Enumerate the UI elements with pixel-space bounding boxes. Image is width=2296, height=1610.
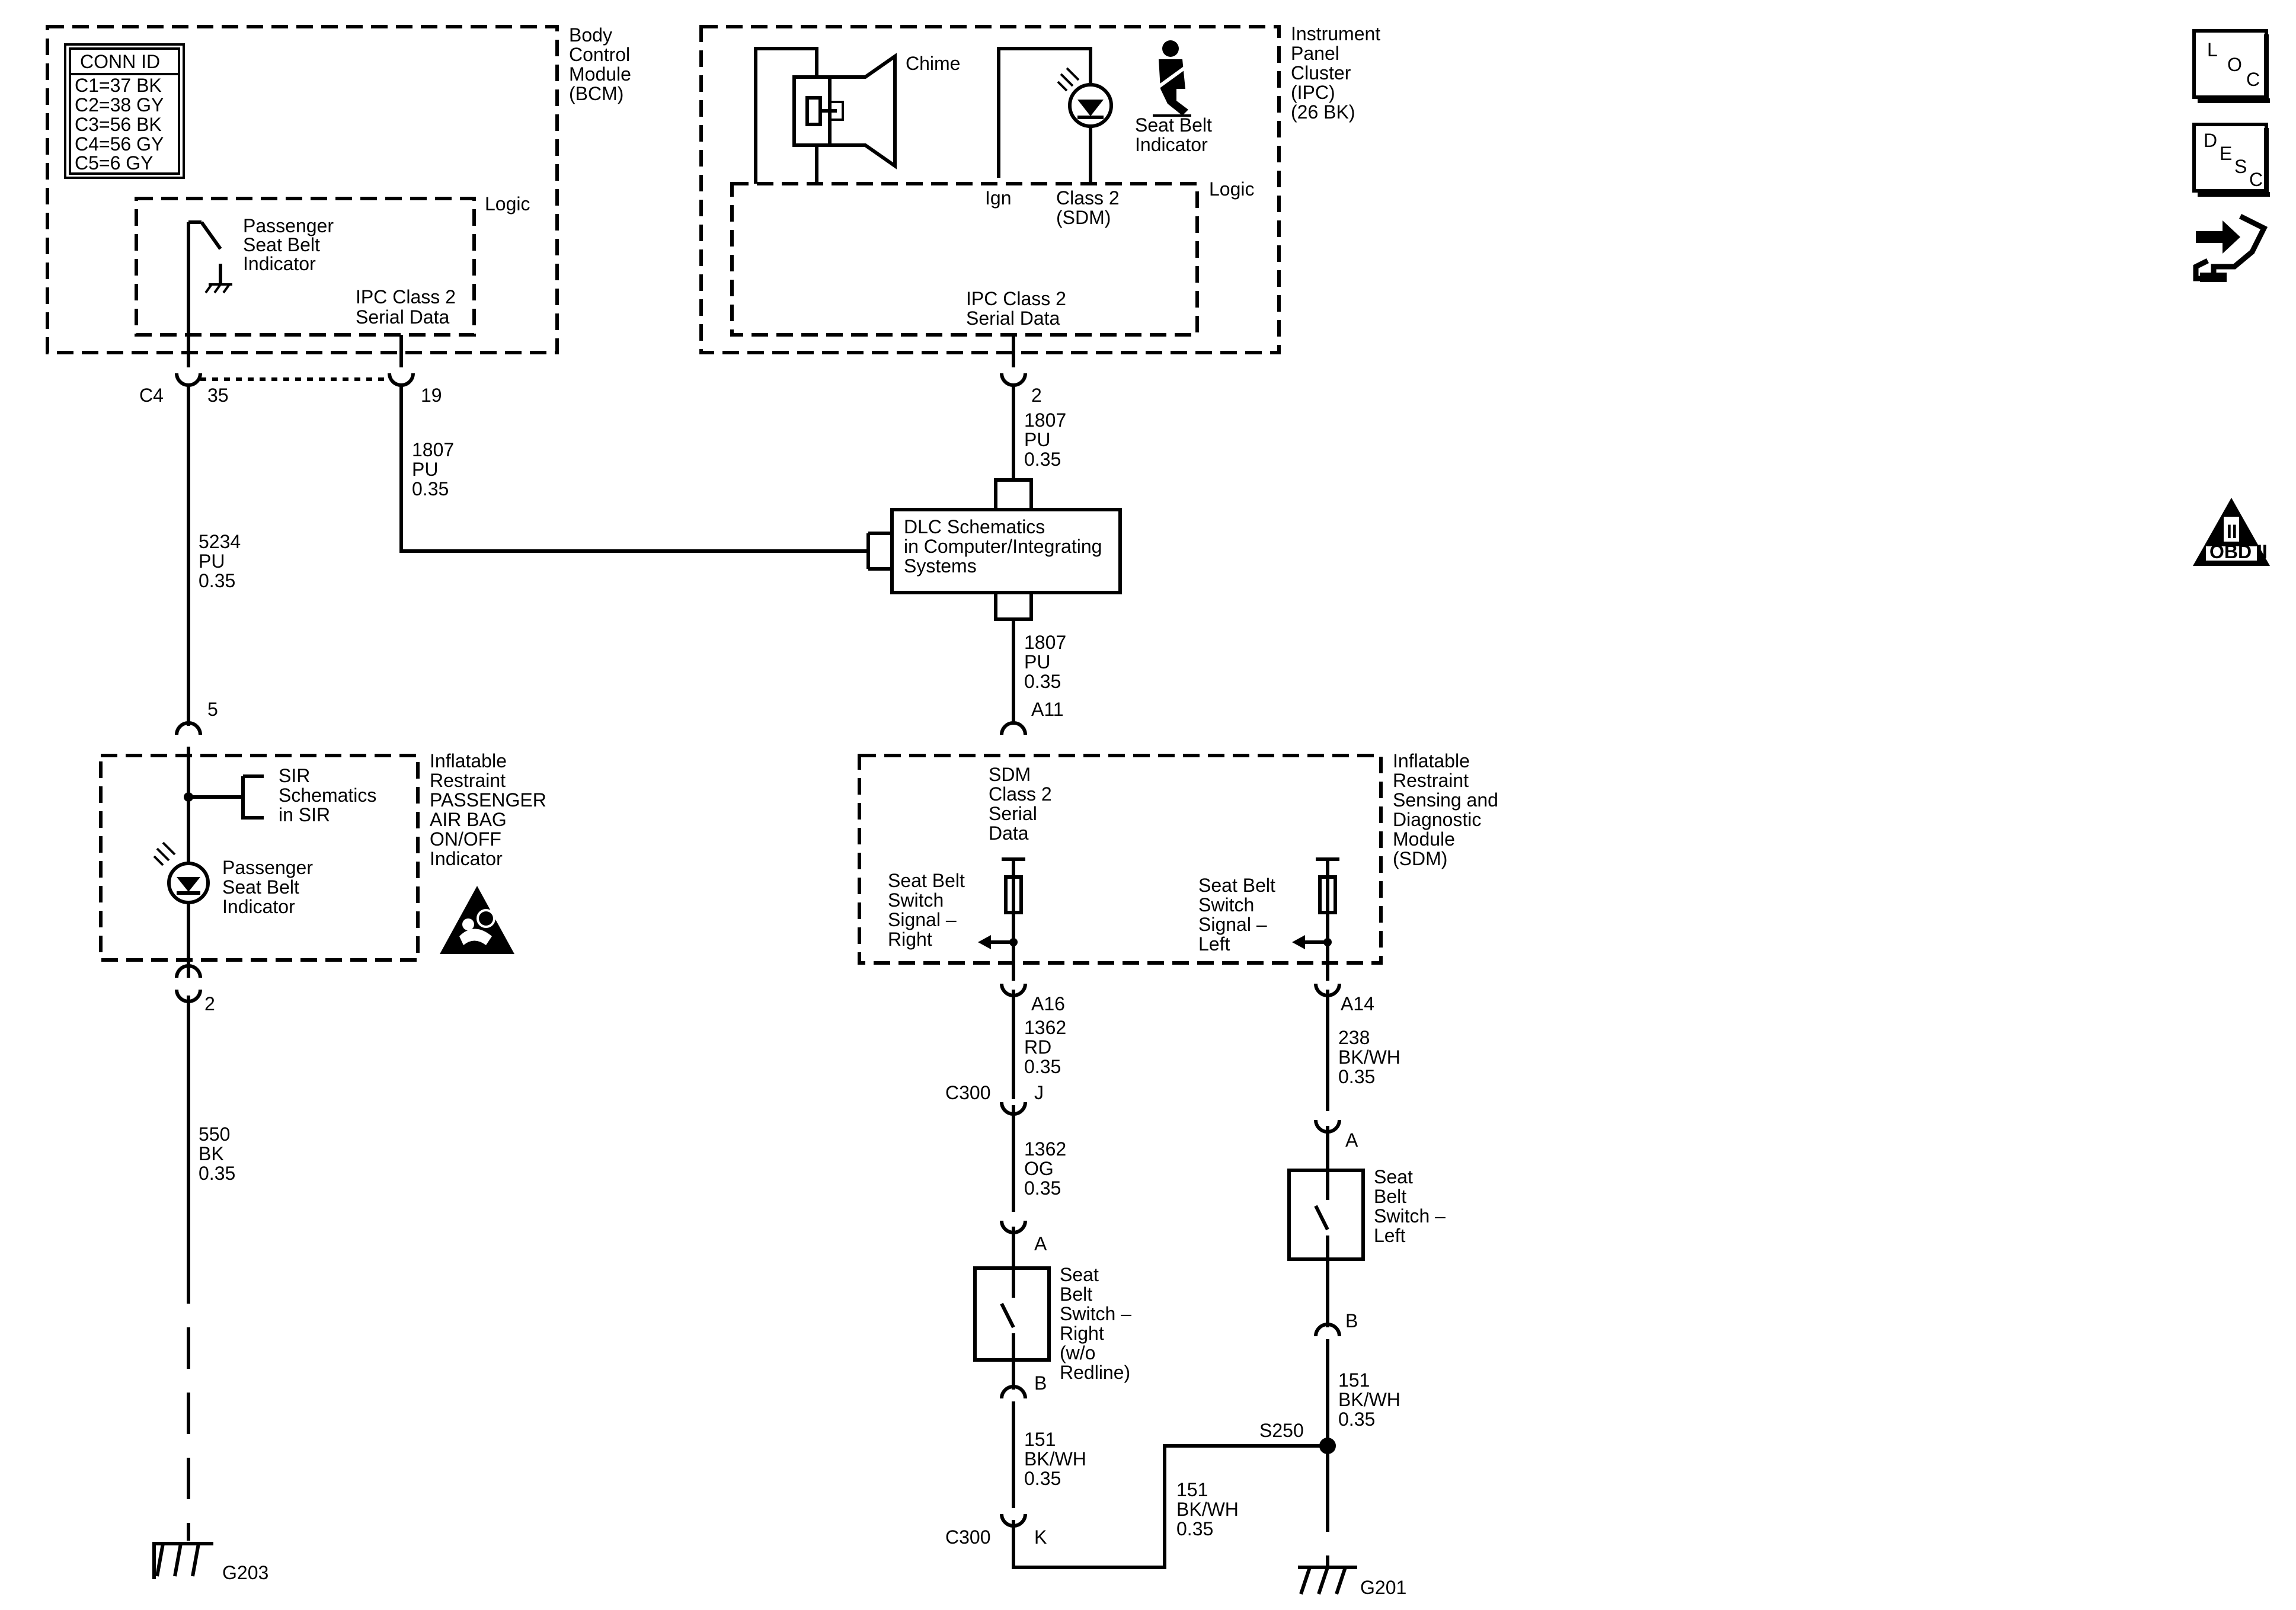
connector-c300-top: C300: [945, 1082, 991, 1103]
wire-151-mid-label: 151 BK/WH 0.35: [1176, 1479, 1244, 1539]
wire-238-label: 238 BK/WH 0.35: [1338, 1027, 1406, 1087]
bcm-logic-label: Logic: [485, 193, 530, 215]
desc-icon[interactable]: D E S C: [2192, 123, 2270, 197]
ground-g203-label: G203: [222, 1562, 268, 1583]
sdm-name: Inflatable Restraint Sensing and Diagnos…: [1393, 750, 1504, 869]
switch-right-label: Seat Belt Switch – Right (w/o Redline): [1060, 1264, 1137, 1383]
wire-1362-rd-label: 1362 RD 0.35: [1024, 1017, 1072, 1077]
ipc-serial-data-label: IPC Class 2 Serial Data: [966, 288, 1072, 329]
ground-g201-icon: [1298, 1558, 1357, 1595]
svg-text:C: C: [2249, 169, 2263, 190]
switch-left-label: Seat Belt Switch – Left: [1374, 1166, 1451, 1246]
seat-belt-person-icon: [1153, 40, 1191, 117]
svg-text:E: E: [2220, 143, 2232, 164]
sdm-module: Inflatable Restraint Sensing and Diagnos…: [858, 750, 1504, 981]
bcm-module: Body Control Module (BCM) CONN ID C1=37 …: [46, 24, 637, 367]
sir-passenger-seat-belt-indicator: Passenger Seat Belt Indicator: [222, 857, 318, 917]
passenger-indicator-lamp-icon: [153, 841, 210, 904]
ipc-ign-label: Ign: [985, 187, 1011, 209]
sdm-signal-right-label: Seat Belt Switch Signal – Right: [888, 870, 970, 950]
pin-35: 35: [207, 385, 229, 406]
sdm-class2-serial-label: SDM Class 2 Serial Data: [989, 764, 1057, 844]
svg-text:L: L: [2207, 39, 2218, 60]
chime-label: Chime: [906, 53, 960, 74]
bcm-ipc-serial-data: IPC Class 2 Serial Data: [356, 286, 461, 328]
conn-id-row: C1=37 BK: [75, 75, 162, 96]
pin-a11: A11: [1031, 699, 1064, 720]
wire-151-right-label: 151 BK/WH 0.35: [1024, 1429, 1092, 1489]
ipc-name: Instrument Panel Cluster (IPC) (26 BK): [1291, 23, 1386, 123]
ground-g203-icon: [152, 1542, 213, 1579]
svg-text:O: O: [2227, 54, 2242, 75]
conn-id-title: CONN ID: [80, 51, 160, 72]
ipc-seat-belt-indicator-label: Seat Belt Indicator: [1135, 114, 1217, 155]
ground-g201-label: G201: [1360, 1577, 1406, 1598]
conn-id-row: C3=56 BK: [75, 114, 162, 135]
ipc-class2-sdm-label: Class 2 (SDM): [1056, 187, 1125, 228]
chime-speaker-icon: [754, 47, 897, 184]
wire-1807-bcm-label: 1807 PU 0.35: [412, 439, 459, 500]
pin-b-right: B: [1034, 1372, 1047, 1394]
svg-text:C: C: [2246, 69, 2260, 90]
pin-a14: A14: [1341, 993, 1374, 1014]
ipc-module: Instrument Panel Cluster (IPC) (26 BK) C…: [699, 23, 1386, 367]
bcm-passenger-seat-belt-indicator: Passenger Seat Belt Indicator: [243, 215, 339, 274]
pin-a16: A16: [1031, 993, 1065, 1014]
sdm-left-signal-resistor: [1292, 857, 1339, 981]
bcm-connectors: C4 35 19: [139, 373, 442, 406]
splice-s250-label: S250: [1259, 1420, 1304, 1441]
ipc-logic-label: Logic: [1209, 178, 1255, 200]
svg-text:OBD II: OBD II: [2209, 541, 2268, 562]
wire-1807-sdm-label: 1807 PU 0.35: [1024, 632, 1072, 692]
ipc-pin-2: 2: [1031, 385, 1042, 406]
pin-j: J: [1034, 1082, 1044, 1103]
svg-text:D: D: [2204, 130, 2217, 151]
pin-a-right: A: [1034, 1233, 1047, 1254]
bcm-name: Body Control Module (BCM): [569, 24, 637, 104]
svg-text:II: II: [2227, 521, 2237, 542]
sir-indicator-module: Inflatable Restraint PASSENGER AIR BAG O…: [99, 747, 552, 978]
seat-belt-switch-right: [973, 1266, 1051, 1362]
conn-id-row: C4=56 GY: [75, 133, 164, 155]
pin-b-left: B: [1345, 1310, 1358, 1331]
splice-s250: [1319, 1438, 1336, 1454]
seat-belt-indicator-lamp-icon: [997, 47, 1113, 184]
wire-1807-ipc-label: 1807 PU 0.35: [1024, 409, 1072, 470]
pin-19: 19: [421, 385, 442, 406]
connector-repair-icon[interactable]: [2193, 213, 2268, 282]
sdm-right-signal-resistor: [978, 857, 1025, 981]
pin-c4: C4: [139, 385, 164, 406]
conn-id-row: C5=6 GY: [75, 152, 154, 174]
seat-belt-switch-left: [1287, 1169, 1365, 1261]
pin-5: 5: [207, 699, 218, 720]
sir-schematics-ref: SIR Schematics in SIR: [279, 765, 382, 825]
wire-151-left-label: 151 BK/WH 0.35: [1338, 1369, 1406, 1430]
sir-module-name: Inflatable Restraint PASSENGER AIR BAG O…: [430, 750, 552, 869]
dlc-label: DLC Schematics in Computer/Integrating S…: [904, 516, 1107, 577]
loc-icon[interactable]: L O C: [2192, 29, 2270, 103]
bcm-indicator-switch: [187, 220, 232, 367]
connector-c300-bottom: C300: [945, 1526, 991, 1548]
pin-2-sir: 2: [204, 993, 215, 1014]
airbag-warning-icon: [440, 886, 514, 954]
dlc-reference-box: DLC Schematics in Computer/Integrating S…: [866, 478, 1122, 621]
pin-a-left: A: [1345, 1129, 1358, 1151]
svg-text:S: S: [2234, 156, 2247, 177]
sdm-signal-left-label: Seat Belt Switch Signal – Left: [1198, 875, 1281, 955]
obd-ii-icon[interactable]: II OBD II: [2193, 498, 2270, 566]
conn-id-table: CONN ID C1=37 BK C2=38 GY C3=56 BK C4=56…: [64, 43, 185, 179]
wire-550-label: 550 BK 0.35: [199, 1124, 235, 1184]
wire-5234-label: 5234 PU 0.35: [199, 531, 246, 591]
wire-1362-og-label: 1362 OG 0.35: [1024, 1138, 1072, 1199]
conn-id-row: C2=38 GY: [75, 94, 164, 116]
pin-k: K: [1034, 1526, 1047, 1548]
